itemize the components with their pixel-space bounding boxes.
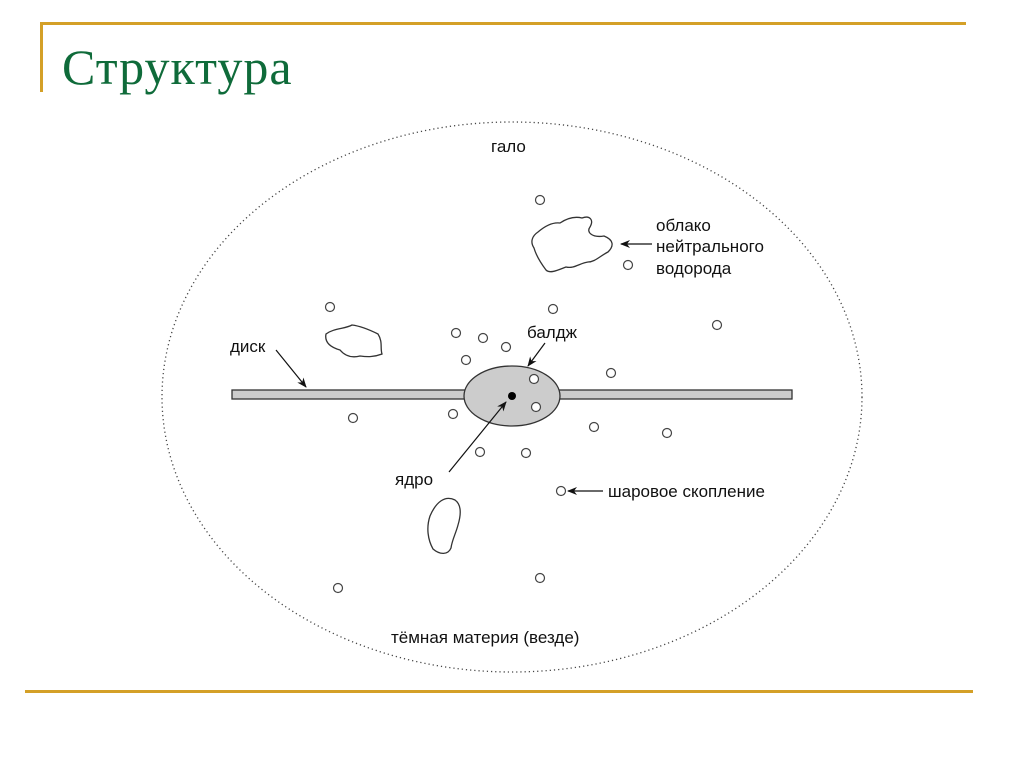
disk-label: диск <box>230 337 266 356</box>
slide-title: Структура <box>62 39 293 95</box>
globular-clusters <box>324 194 723 594</box>
hydrogen-cloud-lower <box>427 497 461 555</box>
nucleus-arrow <box>448 401 507 473</box>
top-accent-rule <box>40 22 966 25</box>
globular-cluster-label: шаровое скопление <box>608 482 765 501</box>
bulge-label: балдж <box>527 323 578 342</box>
nucleus-label: ядро <box>395 470 433 489</box>
hydrogen-cloud-upper-right <box>531 216 613 273</box>
nucleus-dot <box>508 392 516 400</box>
disk-arrow <box>275 349 307 388</box>
hydrogen-cloud-label-line3: водорода <box>656 259 732 278</box>
hydrogen-cloud-left <box>325 324 383 358</box>
hydrogen-cloud-label-line1: облако <box>656 216 711 235</box>
bottom-accent-rule <box>25 690 973 693</box>
halo-label: гало <box>491 137 526 156</box>
bulge-arrow <box>527 342 546 367</box>
hydrogen-cloud-label-line2: нейтрального <box>656 237 764 256</box>
left-accent-rule <box>40 22 43 92</box>
dark-matter-label: тёмная материя (везде) <box>391 628 579 647</box>
halo-ellipse <box>161 121 863 673</box>
